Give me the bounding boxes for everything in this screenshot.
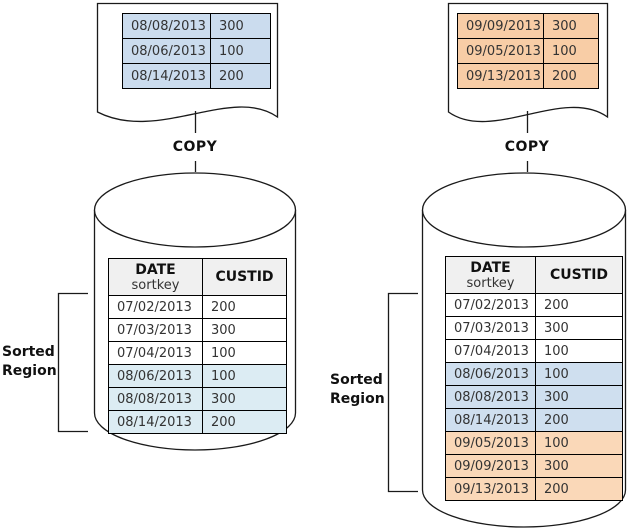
date-cell: 09/13/2013: [445, 477, 536, 501]
sorted-region-label-left: Sorted Region: [2, 343, 64, 381]
date-cell: 07/02/2013: [445, 293, 536, 317]
table-row: 09/13/2013 200: [445, 477, 623, 501]
custid-cell: 300: [202, 318, 287, 342]
table-row: 08/06/2013 100: [122, 38, 271, 64]
header-row: DATE sortkey CUSTID: [108, 258, 287, 296]
custid-cell: 200: [210, 63, 271, 89]
date-cell: 08/08/2013: [445, 385, 536, 409]
table-row: 08/08/2013 300: [108, 387, 287, 411]
db-cylinder-right-top: [421, 172, 627, 248]
date-cell: 07/03/2013: [445, 316, 536, 340]
date-cell: 08/08/2013: [122, 13, 211, 39]
custid-cell: 100: [202, 341, 287, 365]
date-cell: 08/14/2013: [122, 63, 211, 89]
custid-cell: 300: [202, 387, 287, 411]
date-cell: 09/09/2013: [445, 454, 536, 478]
copy-label-left: COPY: [172, 139, 218, 155]
custid-cell: 300: [543, 13, 599, 39]
date-header-label: DATE: [135, 261, 176, 278]
table-row: 09/09/2013 300: [457, 13, 599, 39]
custid-cell: 200: [535, 477, 623, 501]
date-cell: 08/08/2013: [108, 387, 203, 411]
db-table-right: DATE sortkey CUSTID 07/02/2013 200 07/03…: [445, 256, 623, 501]
date-cell: 08/14/2013: [108, 410, 203, 434]
custid-cell: 200: [202, 295, 287, 319]
date-cell: 08/14/2013: [445, 408, 536, 432]
custid-cell: 100: [535, 362, 623, 386]
custid-cell: 100: [210, 38, 271, 64]
custid-cell: 300: [535, 454, 623, 478]
date-cell: 08/06/2013: [122, 38, 211, 64]
date-cell: 09/05/2013: [457, 38, 544, 64]
sortkey-label: sortkey: [131, 277, 180, 293]
sorted-region-bracket-right: [387, 292, 418, 493]
date-cell: 09/09/2013: [457, 13, 544, 39]
table-row: 08/06/2013 100: [108, 364, 287, 388]
table-row: 09/09/2013 300: [445, 454, 623, 478]
table-row: 09/13/2013 200: [457, 63, 599, 89]
db-cylinder-left-top: [93, 172, 297, 248]
custid-header-label: CUSTID: [215, 269, 274, 285]
table-row: 09/05/2013 100: [445, 431, 623, 455]
date-cell: 07/04/2013: [108, 341, 203, 365]
date-cell: 08/06/2013: [445, 362, 536, 386]
custid-header-cell: CUSTID: [202, 258, 287, 296]
custid-cell: 200: [543, 63, 599, 89]
table-row: 08/08/2013 300: [445, 385, 623, 409]
date-header-cell: DATE sortkey: [108, 258, 203, 296]
header-row: DATE sortkey CUSTID: [445, 256, 623, 294]
db-table-left: DATE sortkey CUSTID 07/02/2013 200 07/03…: [108, 258, 287, 434]
date-header-label: DATE: [470, 259, 511, 276]
table-row: 09/05/2013 100: [457, 38, 599, 64]
copy-label-right: COPY: [504, 139, 550, 155]
custid-cell: 200: [202, 410, 287, 434]
incoming-file-table-right: 09/09/2013 300 09/05/2013 100 09/13/2013…: [457, 13, 599, 89]
table-row: 08/14/2013 200: [108, 410, 287, 434]
table-row: 07/03/2013 300: [445, 316, 623, 340]
custid-cell: 100: [543, 38, 599, 64]
custid-cell: 100: [535, 431, 623, 455]
date-cell: 09/13/2013: [457, 63, 544, 89]
sorted-region-label-line1: Sorted: [330, 372, 383, 388]
sorted-region-label-line2: Region: [330, 391, 385, 407]
table-row: 07/04/2013 100: [445, 339, 623, 363]
custid-cell: 100: [202, 364, 287, 388]
custid-cell: 300: [210, 13, 271, 39]
date-cell: 07/03/2013: [108, 318, 203, 342]
custid-cell: 100: [535, 339, 623, 363]
table-row: 07/03/2013 300: [108, 318, 287, 342]
table-row: 07/02/2013 200: [108, 295, 287, 319]
custid-cell: 200: [535, 408, 623, 432]
date-cell: 07/02/2013: [108, 295, 203, 319]
custid-cell: 300: [535, 316, 623, 340]
table-row: 08/08/2013 300: [122, 13, 271, 39]
sorted-region-label-line2: Region: [2, 363, 57, 379]
date-cell: 07/04/2013: [445, 339, 536, 363]
custid-cell: 200: [535, 293, 623, 317]
table-row: 08/14/2013 200: [445, 408, 623, 432]
custid-header-cell: CUSTID: [535, 256, 623, 294]
table-row: 08/06/2013 100: [445, 362, 623, 386]
table-row: 07/02/2013 200: [445, 293, 623, 317]
sorted-region-label-line1: Sorted: [2, 344, 55, 360]
incoming-file-table-left: 08/08/2013 300 08/06/2013 100 08/14/2013…: [122, 13, 271, 89]
sortkey-label: sortkey: [466, 275, 515, 291]
date-cell: 08/06/2013: [108, 364, 203, 388]
table-row: 07/04/2013 100: [108, 341, 287, 365]
date-header-cell: DATE sortkey: [445, 256, 536, 294]
sorted-region-label-right: Sorted Region: [330, 371, 392, 409]
custid-header-label: CUSTID: [549, 267, 609, 283]
date-cell: 09/05/2013: [445, 431, 536, 455]
sorted-region-bracket-left: [57, 292, 88, 433]
custid-cell: 300: [535, 385, 623, 409]
table-row: 08/14/2013 200: [122, 63, 271, 89]
